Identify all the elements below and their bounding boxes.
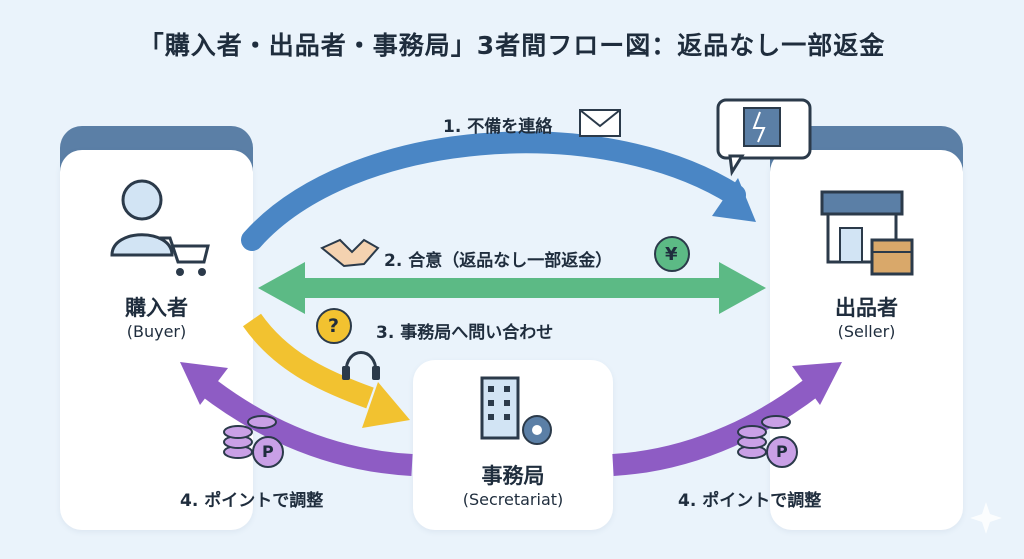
buyer-card[interactable]: 購入者 (Buyer) [60, 150, 253, 530]
shopping-cart-icon [158, 236, 210, 276]
coin-stack-left-icon [223, 415, 284, 468]
coin-letter-left: P [262, 442, 274, 461]
page-title: 「購入者・出品者・事務局」3者間フロー図：返品なし一部返金 [138, 31, 886, 60]
headset-icon [342, 351, 380, 380]
envelope-icon [579, 109, 621, 137]
arrow-agreement [258, 262, 766, 314]
arrow-inquiry [242, 313, 410, 428]
coin-letter-right: P [776, 442, 788, 461]
damaged-item-bubble-icon [716, 98, 812, 177]
buyer-person-icon [110, 179, 174, 257]
handshake-icon [320, 238, 380, 268]
buyer-name: 購入者 [125, 296, 188, 320]
step-4-right-label: 4. ポイントで調整 [678, 491, 822, 511]
coin-stack-right-icon [737, 415, 798, 468]
arrow-report [241, 131, 756, 251]
arrow-points-seller [612, 362, 842, 476]
step-4-left-label: 4. ポイントで調整 [180, 491, 324, 511]
office-building-icon [480, 376, 520, 440]
yen-coin-icon [654, 236, 690, 272]
question-symbol: ? [328, 315, 340, 337]
arrow-points-buyer [180, 362, 413, 476]
step-1-label: 1. 不備を連絡 [443, 117, 553, 137]
secretariat-sub: (Secretariat) [462, 490, 564, 509]
step-3-label: 3. 事務局へ問い合わせ [376, 323, 554, 343]
seller-sub: (Seller) [837, 322, 896, 341]
sparkle-icon [970, 502, 1002, 534]
buyer-sub: (Buyer) [126, 322, 187, 341]
secretariat-name: 事務局 [481, 464, 545, 488]
question-bubble-icon [316, 308, 352, 344]
package-box-icon [870, 238, 914, 276]
yen-symbol: ¥ [665, 244, 678, 265]
step-2-label: 2. 合意（返品なし一部返金） [384, 251, 613, 271]
gear-icon [522, 415, 552, 445]
seller-name: 出品者 [835, 296, 898, 320]
